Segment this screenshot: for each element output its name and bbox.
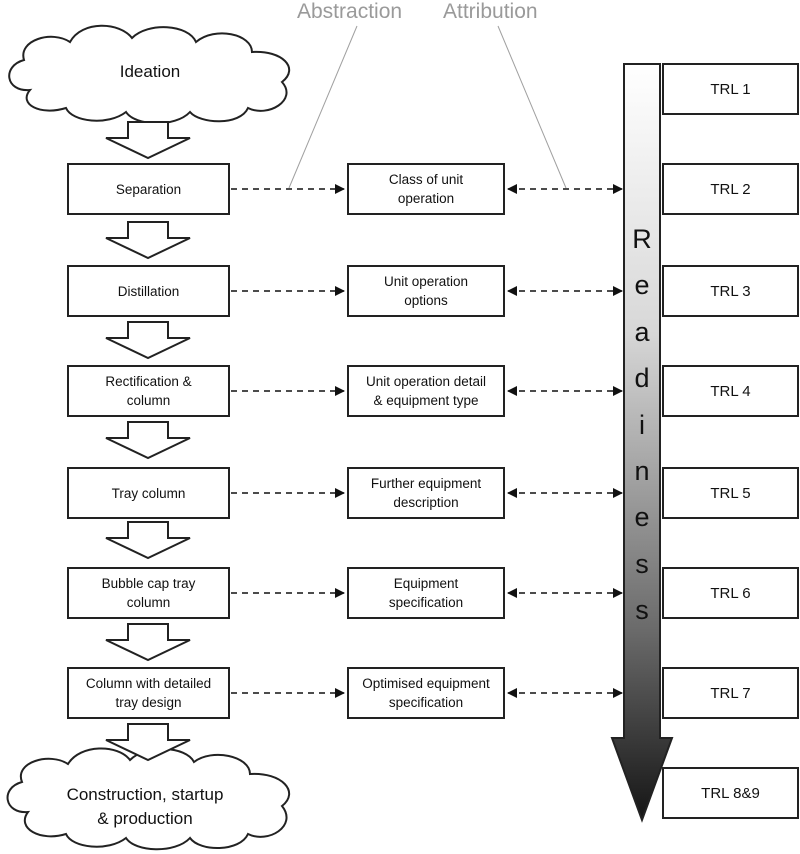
attribute-label: Further equipment description bbox=[370, 476, 482, 510]
trl-box-7 bbox=[662, 667, 799, 719]
trl-label: TRL 2 bbox=[710, 180, 751, 198]
trl-box-5 bbox=[662, 467, 799, 519]
trl-label: TRL 5 bbox=[710, 484, 751, 502]
down-block-arrow bbox=[105, 623, 191, 662]
trl-label: TRL 3 bbox=[710, 282, 751, 300]
down-block-arrow bbox=[105, 321, 191, 360]
ideation-cloud bbox=[8, 24, 290, 125]
attribute-label: Class of unit operation bbox=[388, 172, 464, 206]
readiness-label: R e a d i n e s s bbox=[622, 216, 662, 634]
down-block-arrow bbox=[105, 221, 191, 260]
trl-label: TRL 8&9 bbox=[701, 784, 760, 802]
attribute-label: Unit operation detail & equipment type bbox=[365, 374, 487, 408]
readiness-letter: a bbox=[634, 316, 650, 347]
readiness-letter: e bbox=[634, 270, 650, 301]
readiness-letter: s bbox=[635, 595, 649, 626]
process-label: Rectification & column bbox=[105, 374, 192, 408]
attribute-box-2 bbox=[347, 265, 505, 317]
trl-label: TRL 4 bbox=[710, 382, 751, 400]
trl-label: TRL 6 bbox=[710, 584, 751, 602]
attribution-leader-line bbox=[497, 25, 567, 189]
readiness-letter: R bbox=[632, 224, 652, 254]
abstraction-caption: Abstraction bbox=[297, 0, 403, 23]
attribute-box-1 bbox=[347, 163, 505, 215]
attribute-label: Unit operation options bbox=[383, 274, 469, 308]
attribute-box-3 bbox=[347, 365, 505, 417]
trl-box-3 bbox=[662, 265, 799, 317]
down-block-arrow bbox=[105, 421, 191, 460]
readiness-letter: i bbox=[639, 409, 645, 440]
process-label: Separation bbox=[115, 181, 182, 197]
process-box-1 bbox=[67, 163, 230, 215]
attribute-box-4 bbox=[347, 467, 505, 519]
trl-box-1 bbox=[662, 63, 799, 115]
readiness-letter: n bbox=[634, 456, 650, 487]
attribution-caption: Attribution bbox=[443, 0, 538, 23]
trl-box-6 bbox=[662, 567, 799, 619]
attribute-box-5 bbox=[347, 567, 505, 619]
readiness-letter: e bbox=[634, 502, 650, 533]
trl-box-4 bbox=[662, 365, 799, 417]
process-label: Tray column bbox=[111, 485, 186, 501]
process-box-3 bbox=[67, 365, 230, 417]
down-block-arrow bbox=[105, 521, 191, 560]
down-block-arrow bbox=[105, 723, 191, 762]
ideation-label: Ideation bbox=[119, 62, 181, 81]
down-block-arrow bbox=[105, 121, 191, 160]
process-box-6 bbox=[67, 667, 230, 719]
trl-label: TRL 7 bbox=[710, 684, 751, 702]
trl-box-2 bbox=[662, 163, 799, 215]
process-label: Distillation bbox=[117, 283, 180, 299]
trl-box-8 bbox=[662, 767, 799, 819]
attribute-box-6 bbox=[347, 667, 505, 719]
production-label: Construction, startup & production bbox=[66, 785, 224, 828]
process-box-2 bbox=[67, 265, 230, 317]
process-box-5 bbox=[67, 567, 230, 619]
readiness-arrow bbox=[610, 63, 674, 823]
attribute-label: Optimised equipment specification bbox=[362, 676, 490, 710]
readiness-letter: d bbox=[634, 363, 650, 394]
abstraction-leader-line bbox=[288, 25, 358, 189]
process-label: Column with detailed tray design bbox=[85, 676, 212, 710]
attribute-label: Equipment specification bbox=[388, 576, 464, 610]
process-box-4 bbox=[67, 467, 230, 519]
trl-label: TRL 1 bbox=[710, 80, 751, 98]
process-label: Bubble cap tray column bbox=[101, 576, 196, 610]
readiness-letter: s bbox=[635, 548, 649, 579]
production-cloud bbox=[6, 747, 291, 851]
